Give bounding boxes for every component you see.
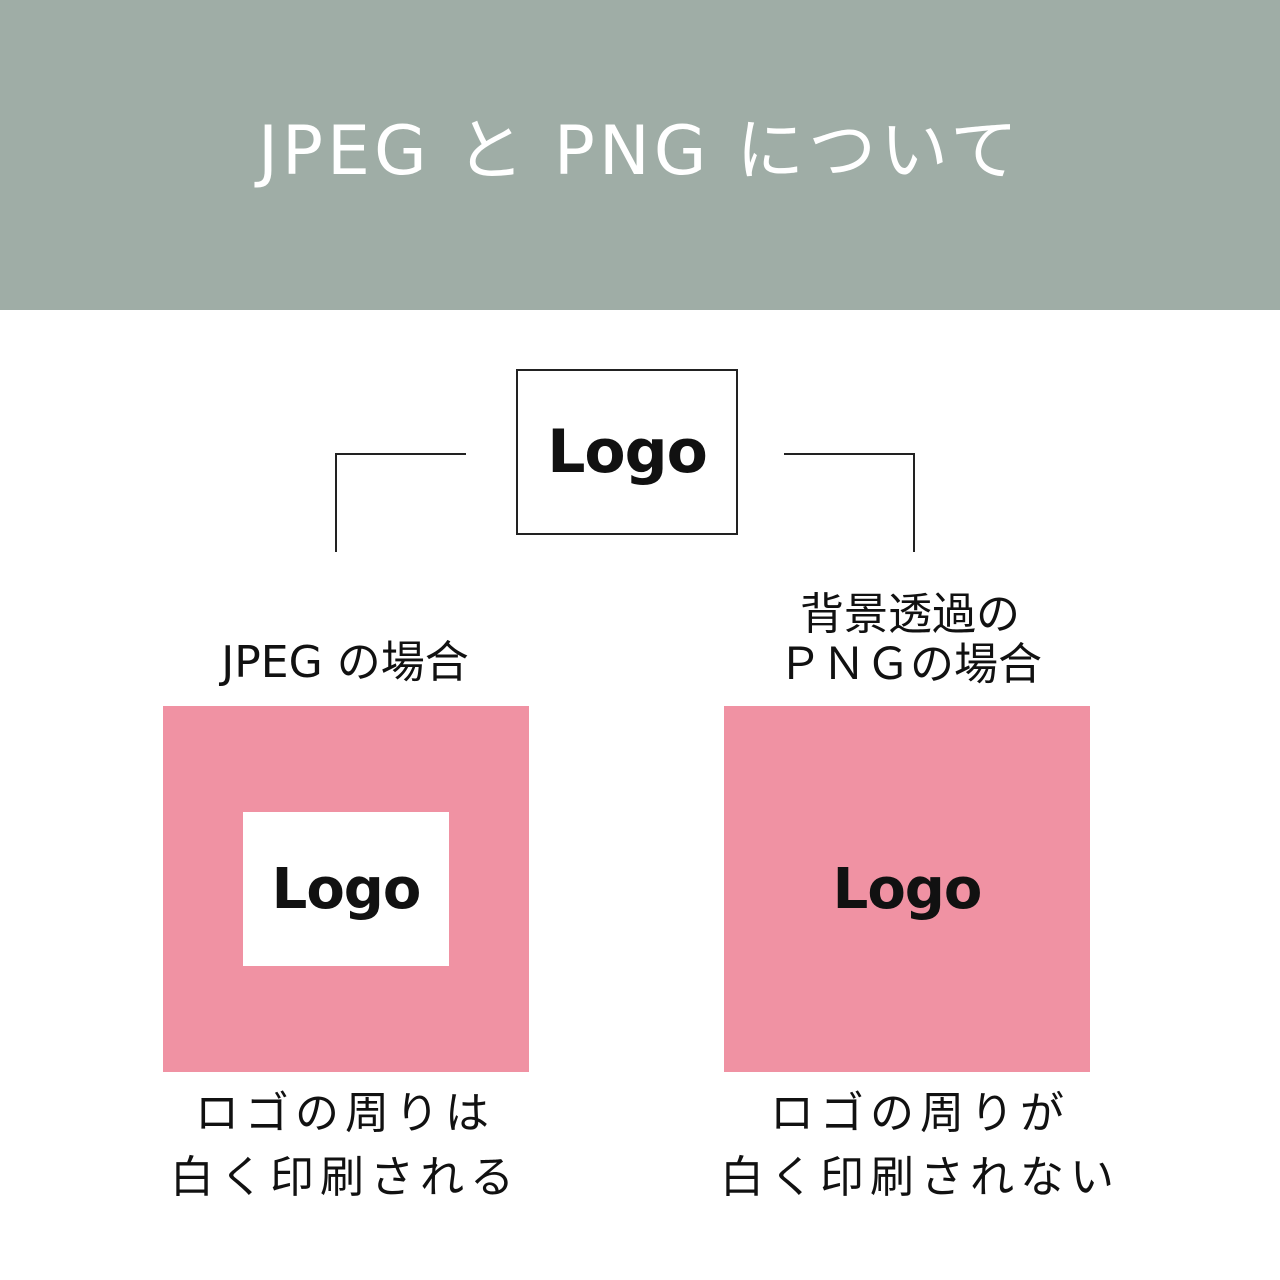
jpeg-caption: ロゴの周りは 白く印刷される bbox=[120, 1082, 570, 1210]
png-logo-text: Logo bbox=[832, 856, 983, 922]
jpeg-caption-line2: 白く印刷される bbox=[170, 1152, 520, 1203]
jpeg-case-label: JPEG の場合 bbox=[150, 638, 540, 688]
connector-left-line bbox=[335, 453, 466, 552]
header-banner: JPEG と PNG について bbox=[0, 0, 1280, 310]
png-case-label-line2: ＰＮＧの場合 bbox=[778, 639, 1042, 690]
jpeg-logo-text: Logo bbox=[271, 856, 422, 922]
source-logo-box: Logo bbox=[516, 369, 738, 535]
source-logo-text: Logo bbox=[547, 417, 708, 487]
jpeg-case-label-text: JPEG の場合 bbox=[221, 637, 469, 688]
jpeg-logo-white-box: Logo bbox=[243, 812, 449, 966]
png-caption: ロゴの周りが 白く印刷されない bbox=[690, 1082, 1150, 1210]
png-logo-transparent: Logo bbox=[724, 706, 1090, 1072]
connector-right-line bbox=[784, 453, 915, 552]
page-title: JPEG と PNG について bbox=[257, 112, 1023, 191]
png-pink-background: Logo bbox=[724, 706, 1090, 1072]
png-caption-line2: 白く印刷されない bbox=[720, 1152, 1120, 1203]
png-caption-line1: ロゴの周りが bbox=[770, 1088, 1070, 1139]
png-case-label: 背景透過の ＰＮＧの場合 bbox=[700, 590, 1120, 690]
jpeg-caption-line1: ロゴの周りは bbox=[195, 1088, 495, 1139]
connector-left bbox=[335, 453, 466, 552]
connector-right bbox=[784, 453, 915, 552]
png-case-label-line1: 背景透過の bbox=[800, 589, 1020, 640]
jpeg-pink-background: Logo bbox=[163, 706, 529, 1072]
